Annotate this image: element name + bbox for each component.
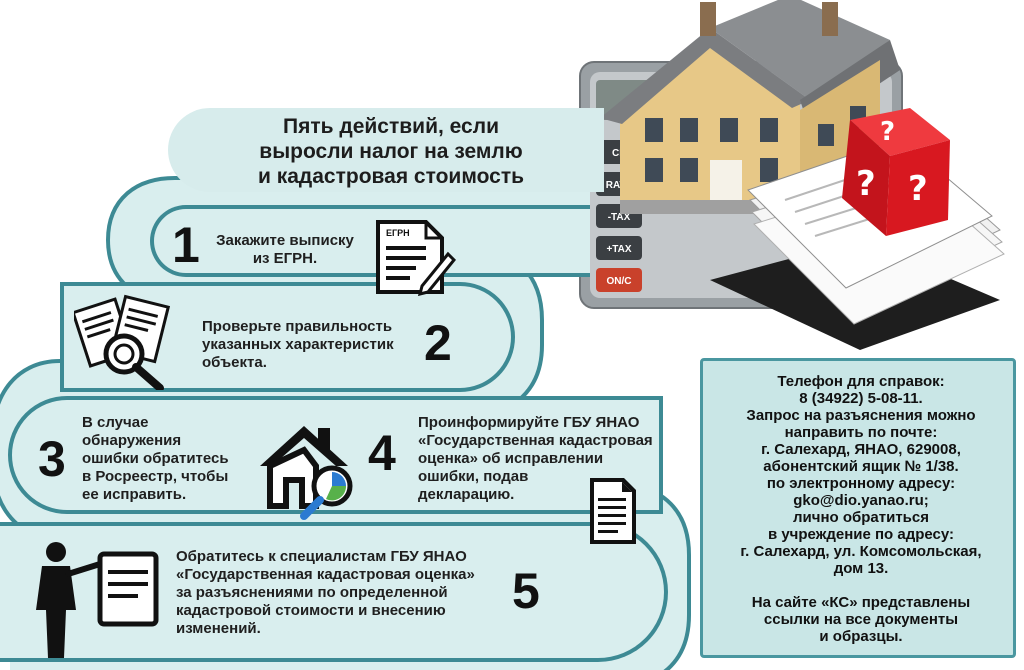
step-2-number: 2	[424, 315, 452, 371]
step-2-text: Проверьте правильность указанных характе…	[202, 318, 394, 371]
svg-text:?: ?	[908, 169, 928, 209]
step-4-text: Проинформируйте ГБУ ЯНАО «Государственна…	[418, 414, 653, 503]
info-line: по электронному адресу:	[766, 475, 956, 492]
calculator-key	[596, 236, 642, 260]
step-5-text: Обратитесь к специалистам ГБУ ЯНАО «Госу…	[176, 548, 475, 637]
contact-info-box: Телефон для справок: 8 (34922) 5-08-11. …	[700, 358, 1016, 658]
step-3-number: 3	[38, 431, 66, 487]
info-line: дом 13.	[833, 560, 889, 577]
document-icon	[590, 478, 636, 544]
info-line: направить по почте:	[784, 424, 938, 441]
info-line: Телефон для справок:	[777, 373, 945, 390]
step1-band	[150, 205, 590, 277]
title-banner	[168, 108, 604, 192]
info-line: абонентский ящик № 1/38.	[763, 458, 959, 475]
info-line: 8 (34922) 5-08-11.	[799, 390, 923, 407]
calculator-key-label: ON/C	[607, 276, 632, 287]
documents-magnifier-icon	[74, 294, 171, 390]
info-line: в учреждение по адресу:	[767, 526, 955, 543]
info-line: г. Салехард, ул. Комсомольская,	[740, 543, 982, 560]
step-5-number: 5	[512, 563, 540, 619]
step-1-text: Закажите выписку из ЕГРН.	[216, 232, 354, 267]
info-email[interactable]: gko@dio.yanao.ru;	[793, 492, 929, 509]
page-title: Пять действий, если выросли налог на зем…	[257, 115, 525, 188]
hero-illustration: CE RATE -TAX +TAX ON/C	[579, 0, 1005, 350]
document-edit-icon: ЕГРН	[376, 220, 456, 296]
calculator-key-label: CE	[612, 148, 626, 159]
calculator-key-label: RATE	[606, 180, 633, 191]
info-line: г. Салехард, ЯНАО, 629008,	[761, 441, 961, 458]
calculator-key	[596, 268, 642, 292]
presenter-board-icon	[36, 542, 159, 658]
info-line: лично обратиться	[792, 509, 929, 526]
info-line: ссылки на все документы	[763, 611, 959, 628]
question-dice-icon: ? ? ?	[842, 108, 950, 236]
calculator-key-label: +TAX	[606, 244, 631, 255]
svg-text:?: ?	[880, 117, 895, 147]
info-line: На сайте «КС» представлены	[751, 594, 971, 611]
house-search-icon	[260, 426, 353, 520]
step-1-number: 1	[172, 217, 200, 273]
step-3-text: В случае обнаружения ошибки обратитесь в…	[82, 414, 229, 503]
info-line: и образцы.	[819, 628, 903, 645]
step-4-number: 4	[368, 425, 396, 481]
calculator-key-label: -TAX	[608, 212, 631, 223]
svg-text:ЕГРН: ЕГРН	[386, 228, 410, 238]
info-line: Запрос на разъяснения можно	[746, 407, 976, 424]
svg-text:?: ?	[856, 164, 876, 204]
